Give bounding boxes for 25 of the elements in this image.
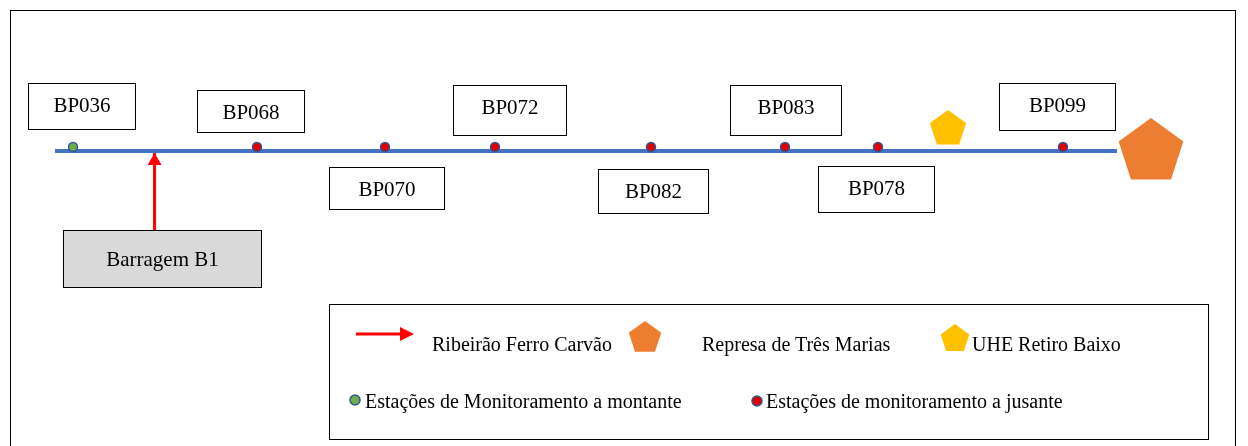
legend-text: Estações de Monitoramento a montante [365,390,682,413]
station-label-box [598,169,709,214]
station-label-box [999,83,1116,131]
station-label-box [28,83,136,130]
station-label-box [329,167,445,210]
station-code: BP072 [481,95,539,120]
station-code: BP036 [53,93,111,118]
station-code: BP083 [757,95,815,120]
station-code: BP068 [222,100,280,125]
legend-text: Represa de Três Marias [702,333,891,356]
station-code: BP082 [624,179,683,204]
station-code: BP070 [358,177,416,202]
station-label-box [453,85,567,136]
dam-box [63,230,262,288]
dam-name: Barragem B1 [106,246,219,272]
station-label-box [197,90,305,133]
legend-text: UHE Retiro Baixo [972,333,1121,356]
station-label-box [730,85,842,136]
arrow [147,153,162,230]
river-line [55,149,1117,153]
legend-text: Ribeirão Ferro Carvão [432,333,612,356]
station-label-box [818,166,935,213]
legend-text: Estações de monitoramento a jusante [766,390,1063,413]
station-code: BP078 [847,176,906,201]
station-code: BP099 [1028,93,1087,118]
